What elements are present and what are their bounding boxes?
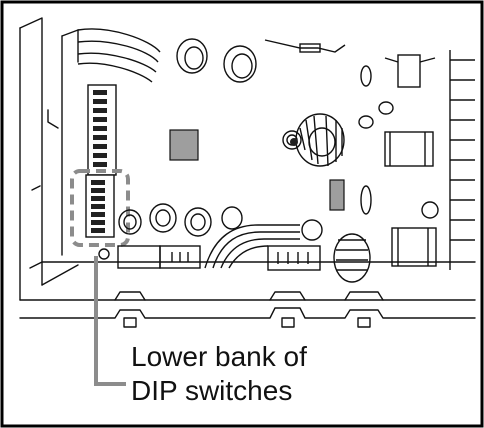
dip-switch-callout-box — [70, 169, 130, 247]
chip-small — [329, 179, 345, 211]
connector-header-icon — [117, 245, 321, 271]
callout-leader-line — [94, 256, 126, 386]
callout-label-line-1: Lower bank of — [131, 341, 307, 372]
choke-icon — [333, 233, 371, 283]
capacitor-icon — [176, 38, 257, 83]
lower-dip-switch-bank — [85, 174, 115, 238]
wire-harness — [77, 28, 161, 53]
chip-square — [169, 129, 199, 161]
callout-label-line-2: DIP switches — [131, 375, 293, 406]
upper-dip-switch-bank — [87, 84, 117, 176]
mounting-rail — [19, 307, 476, 319]
potentiometer-row — [118, 203, 243, 237]
test-point — [98, 248, 110, 260]
resistor-icon — [264, 39, 346, 53]
callout-label: Lower bank of DIP switches — [131, 340, 307, 408]
transformer-icon — [384, 131, 437, 267]
ribbon-cable — [204, 224, 300, 269]
ic-chip — [397, 54, 421, 88]
